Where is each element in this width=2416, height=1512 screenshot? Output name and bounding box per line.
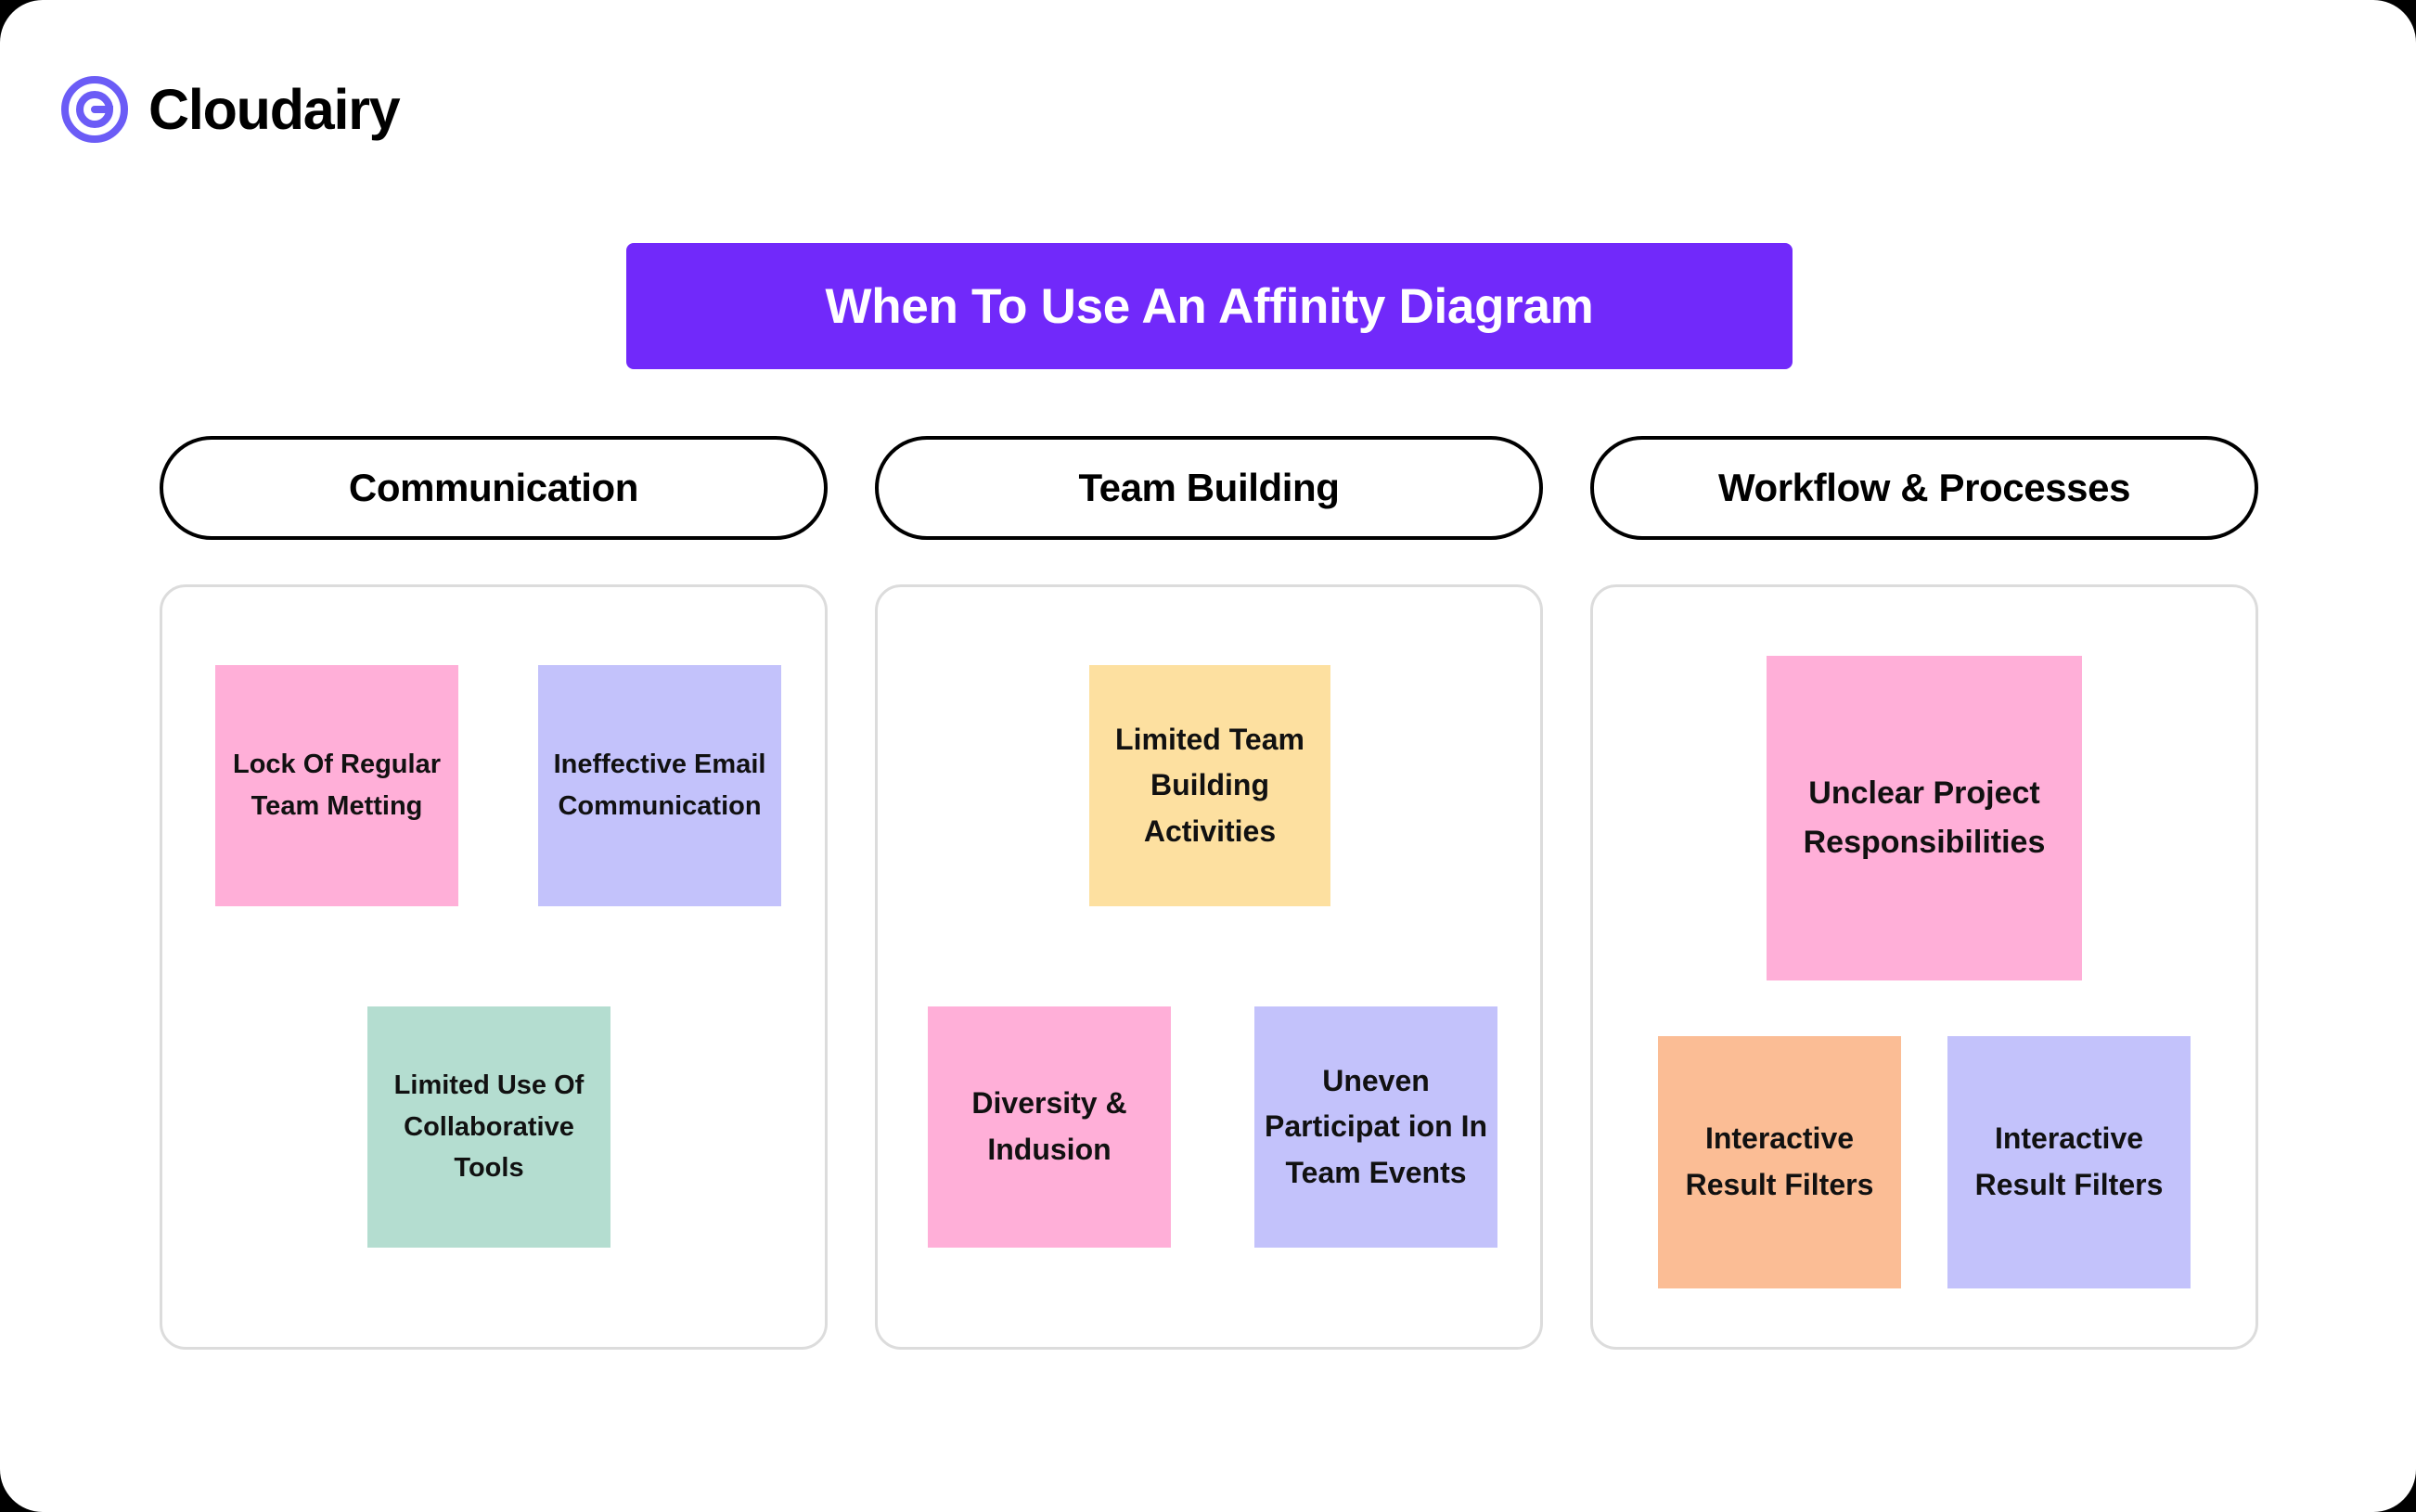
sticky-note[interactable]: Diversity & Indusion: [928, 1006, 1171, 1248]
column-header-label: Team Building: [1078, 466, 1340, 509]
sticky-note[interactable]: Unclear Project Responsibilities: [1767, 656, 2082, 980]
sticky-note[interactable]: Uneven Participat ion In Team Events: [1254, 1006, 1497, 1248]
column-header-team-building[interactable]: Team Building: [875, 436, 1543, 540]
column-header-label: Workflow & Processes: [1717, 466, 2131, 509]
sticky-note[interactable]: Ineffective Email Communication: [538, 665, 781, 906]
page-title-banner: When To Use An Affinity Diagram: [626, 243, 1793, 369]
brand-name: Cloudairy: [148, 77, 401, 141]
column-body-team-building: Limited Team Building Activities Diversi…: [875, 584, 1543, 1350]
sticky-note[interactable]: Limited Use Of Collaborative Tools: [367, 1006, 610, 1248]
column-header-workflow-processes[interactable]: Workflow & Processes: [1590, 436, 2258, 540]
column-header-communication[interactable]: Communication: [160, 436, 828, 540]
cloudairy-swirl-icon: [61, 76, 128, 143]
sticky-note[interactable]: Interactive Result Filters: [1947, 1036, 2191, 1288]
column-team-building: Team Building Limited Team Building Acti…: [875, 436, 1543, 1350]
column-workflow-processes: Workflow & Processes Unclear Project Res…: [1590, 436, 2258, 1350]
column-header-label: Communication: [348, 466, 639, 509]
sticky-note[interactable]: Limited Team Building Activities: [1089, 665, 1330, 906]
brand-logo[interactable]: Cloudairy: [61, 76, 401, 143]
sticky-note[interactable]: Lock Of Regular Team Metting: [215, 665, 458, 906]
affinity-columns: Communication Lock Of Regular Team Metti…: [160, 436, 2258, 1350]
column-body-workflow-processes: Unclear Project Responsibilities Interac…: [1590, 584, 2258, 1350]
column-communication: Communication Lock Of Regular Team Metti…: [160, 436, 828, 1350]
page-title: When To Use An Affinity Diagram: [825, 278, 1594, 334]
column-body-communication: Lock Of Regular Team Metting Ineffective…: [160, 584, 828, 1350]
sticky-note[interactable]: Interactive Result Filters: [1658, 1036, 1901, 1288]
